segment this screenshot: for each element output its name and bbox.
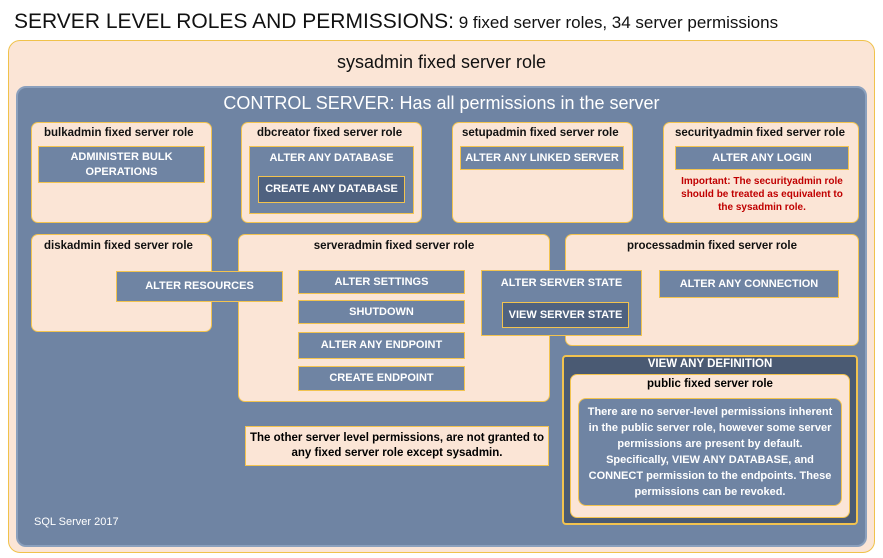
public-role-description: There are no server-level permissions in… bbox=[578, 398, 842, 506]
perm-alter-any-login: ALTER ANY LOGIN bbox=[675, 146, 849, 170]
page-title-main: SERVER LEVEL ROLES AND PERMISSIONS: bbox=[14, 10, 454, 33]
public-role-title: public fixed server role bbox=[647, 378, 773, 390]
perm-alter-settings: ALTER SETTINGS bbox=[298, 270, 465, 294]
other-permissions-note: The other server level permissions, are … bbox=[245, 426, 549, 466]
sysadmin-role-title: sysadmin fixed server role bbox=[336, 52, 547, 72]
control-server-title: CONTROL SERVER: Has all permissions in t… bbox=[223, 93, 660, 113]
view-any-definition-label: VIEW ANY DEFINITION bbox=[647, 358, 773, 370]
perm-view-server-state: VIEW SERVER STATE bbox=[502, 302, 629, 328]
securityadmin-role-box bbox=[663, 122, 859, 223]
dbcreator-role-title: dbcreator fixed server role bbox=[257, 127, 403, 139]
perm-alter-any-endpoint: ALTER ANY ENDPOINT bbox=[298, 332, 465, 359]
bulkadmin-role-title: bulkadmin fixed server role bbox=[44, 127, 194, 139]
page-title: SERVER LEVEL ROLES AND PERMISSIONS: 9 fi… bbox=[14, 10, 778, 34]
version-label: SQL Server 2017 bbox=[34, 516, 119, 528]
page-title-sub: 9 fixed server roles, 34 server permissi… bbox=[454, 13, 779, 32]
securityadmin-role-title: securityadmin fixed server role bbox=[675, 127, 846, 139]
serveradmin-role-title: serveradmin fixed server role bbox=[313, 240, 475, 252]
perm-alter-any-linked-server: ALTER ANY LINKED SERVER bbox=[460, 146, 624, 170]
securityadmin-warning: Important: The securityadmin role should… bbox=[681, 176, 843, 213]
perm-create-endpoint: CREATE ENDPOINT bbox=[298, 366, 465, 391]
perm-alter-any-connection: ALTER ANY CONNECTION bbox=[659, 270, 839, 298]
perm-administer-bulk-operations: ADMINISTER BULK OPERATIONS bbox=[38, 146, 205, 183]
perm-shutdown: SHUTDOWN bbox=[298, 300, 465, 324]
perm-alter-resources: ALTER RESOURCES bbox=[116, 271, 283, 302]
perm-create-any-database: CREATE ANY DATABASE bbox=[258, 176, 405, 203]
processadmin-role-title: processadmin fixed server role bbox=[626, 240, 798, 252]
setupadmin-role-title: setupadmin fixed server role bbox=[462, 127, 619, 139]
setupadmin-role-box bbox=[452, 122, 633, 223]
diskadmin-role-title: diskadmin fixed server role bbox=[44, 240, 193, 252]
